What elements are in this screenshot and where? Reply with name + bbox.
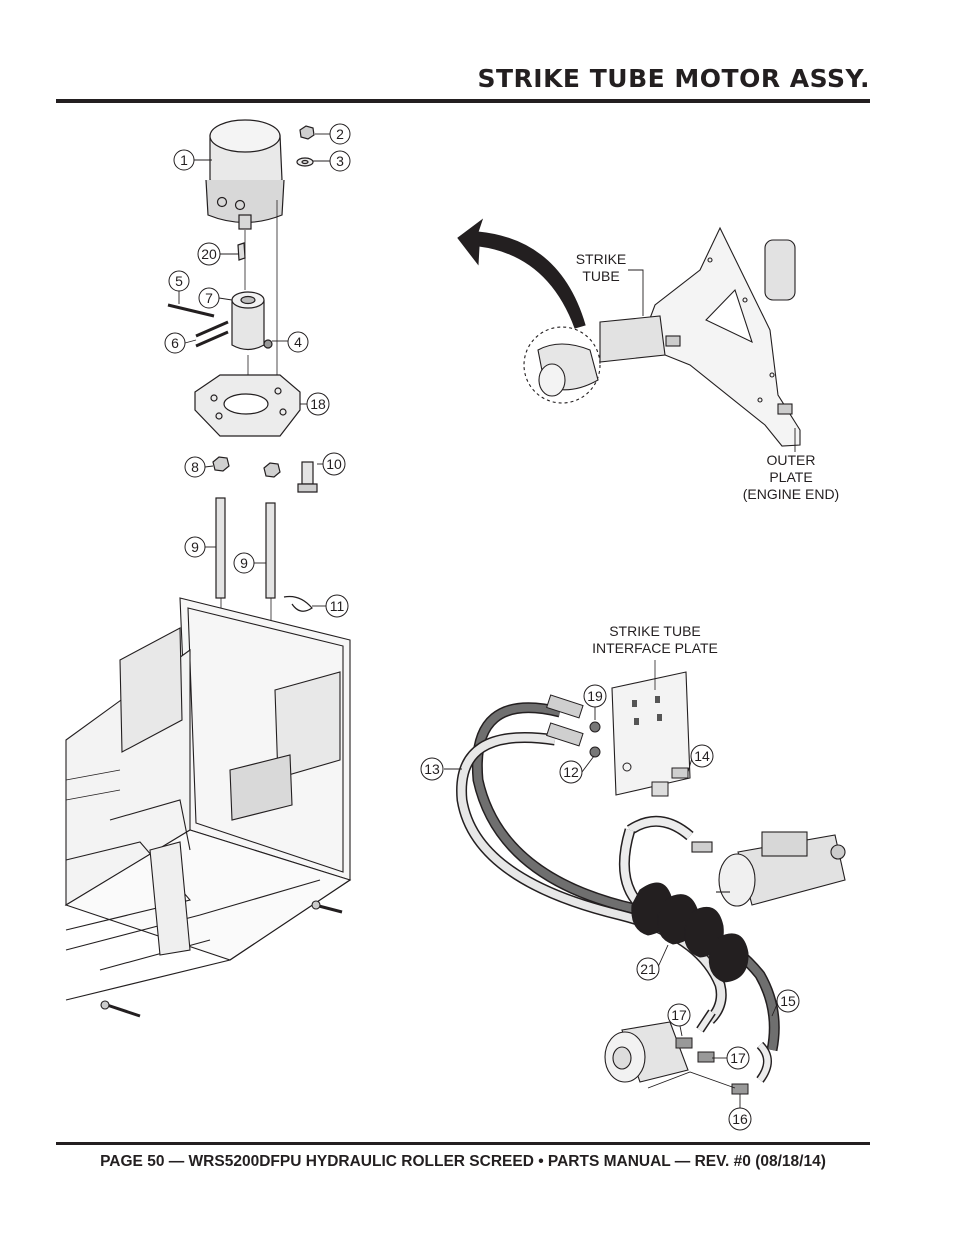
- interface-plate-label: STRIKE TUBE: [609, 623, 701, 639]
- hydraulic-motor-part: [205, 119, 285, 230]
- strike-tube-motor-part: [604, 1021, 689, 1083]
- header-rule: [56, 99, 870, 103]
- outer-plate-label: (ENGINE END): [743, 486, 839, 502]
- set-screw-part: [167, 303, 215, 318]
- callout-number: 3: [336, 153, 344, 169]
- callout-7: [198, 287, 220, 309]
- callout-17b: [726, 1046, 750, 1070]
- callout-1: [173, 149, 195, 171]
- callout-numbers: 1 2 3 4 5 6 7 8 9 9 10 11 12 13 14 15 16…: [171, 126, 796, 1127]
- callout-number: 18: [310, 396, 326, 412]
- callout-19: [583, 684, 607, 708]
- callout-number: 12: [563, 764, 579, 780]
- callout-15: [776, 989, 800, 1013]
- hose-sleeve-part: [631, 882, 749, 983]
- interface-plate-part: [611, 671, 691, 796]
- callout-number: 4: [294, 334, 302, 350]
- callout-number: 17: [671, 1007, 687, 1023]
- callout-number: 11: [330, 598, 345, 614]
- callout-number: 20: [201, 246, 217, 262]
- outer-plate-label: OUTER: [767, 452, 816, 468]
- nut-part: [299, 125, 315, 140]
- callout-number: 21: [640, 961, 656, 977]
- stud-part: [215, 497, 226, 599]
- screed-frame: [64, 597, 352, 1018]
- hydraulic-pump-part: [691, 831, 846, 907]
- callout-bubbles: [164, 123, 800, 1131]
- callout-2: [329, 123, 351, 145]
- lock-nut-part: [212, 456, 230, 472]
- callout-number: 15: [780, 993, 796, 1009]
- callout-4: [287, 331, 309, 353]
- callout-13: [420, 757, 444, 781]
- callout-number: 9: [191, 539, 199, 555]
- hose-assembly: [456, 660, 846, 1095]
- page-footer: PAGE 50 — WRS5200DFPU HYDRAULIC ROLLER S…: [100, 1153, 826, 1170]
- callout-14: [690, 744, 714, 768]
- callout-number: 16: [732, 1111, 748, 1127]
- page-title: STRIKE TUBE MOTOR ASSY.: [477, 64, 870, 93]
- callout-12: [559, 760, 583, 784]
- callout-8: [184, 456, 206, 478]
- callout-6: [164, 332, 186, 354]
- callout-number: 19: [587, 688, 603, 704]
- callout-9b: [233, 552, 255, 574]
- hair-pin-part: [283, 595, 313, 612]
- callout-9a: [184, 536, 206, 558]
- outer-plate-view: [457, 218, 801, 452]
- callout-11: [325, 594, 349, 618]
- diagram-labels: STRIKE TUBE OUTER PLATE (ENGINE END) STR…: [576, 251, 840, 656]
- callout-3: [329, 150, 351, 172]
- callout-10: [322, 452, 346, 476]
- callout-number: 17: [730, 1050, 746, 1066]
- callout-18: [306, 392, 330, 416]
- callout-number: 7: [205, 290, 213, 306]
- motor-exploded-assembly: [167, 119, 318, 770]
- callout-5: [168, 270, 190, 292]
- interface-plate-label: INTERFACE PLATE: [592, 640, 718, 656]
- callout-number: 8: [191, 459, 199, 475]
- key-part: [237, 242, 246, 261]
- mounting-plate-part: [194, 374, 301, 437]
- strike-tube-label: STRIKE: [576, 251, 627, 267]
- direction-arrow-icon: [457, 218, 586, 329]
- coupler-part: [231, 291, 273, 351]
- callout-number: 1: [180, 152, 188, 168]
- motor-mount-bracket: [229, 754, 293, 821]
- bolt-part: [301, 461, 314, 485]
- washer-part: [296, 157, 314, 167]
- callout-number: 13: [424, 761, 440, 777]
- callout-number: 6: [171, 335, 179, 351]
- set-screw-part: [195, 320, 229, 338]
- callout-20: [197, 242, 221, 266]
- callout-number: 2: [336, 126, 344, 142]
- callout-number: 5: [175, 273, 183, 289]
- outer-plate-label: PLATE: [769, 469, 812, 485]
- callout-16: [728, 1107, 752, 1131]
- callout-17a: [667, 1003, 691, 1027]
- callout-number: 14: [694, 748, 710, 764]
- strike-tube-label: TUBE: [582, 268, 619, 284]
- callout-21: [636, 957, 660, 981]
- callout-number: 9: [240, 555, 248, 571]
- footer-rule: [56, 1142, 870, 1145]
- callout-number: 10: [326, 456, 342, 472]
